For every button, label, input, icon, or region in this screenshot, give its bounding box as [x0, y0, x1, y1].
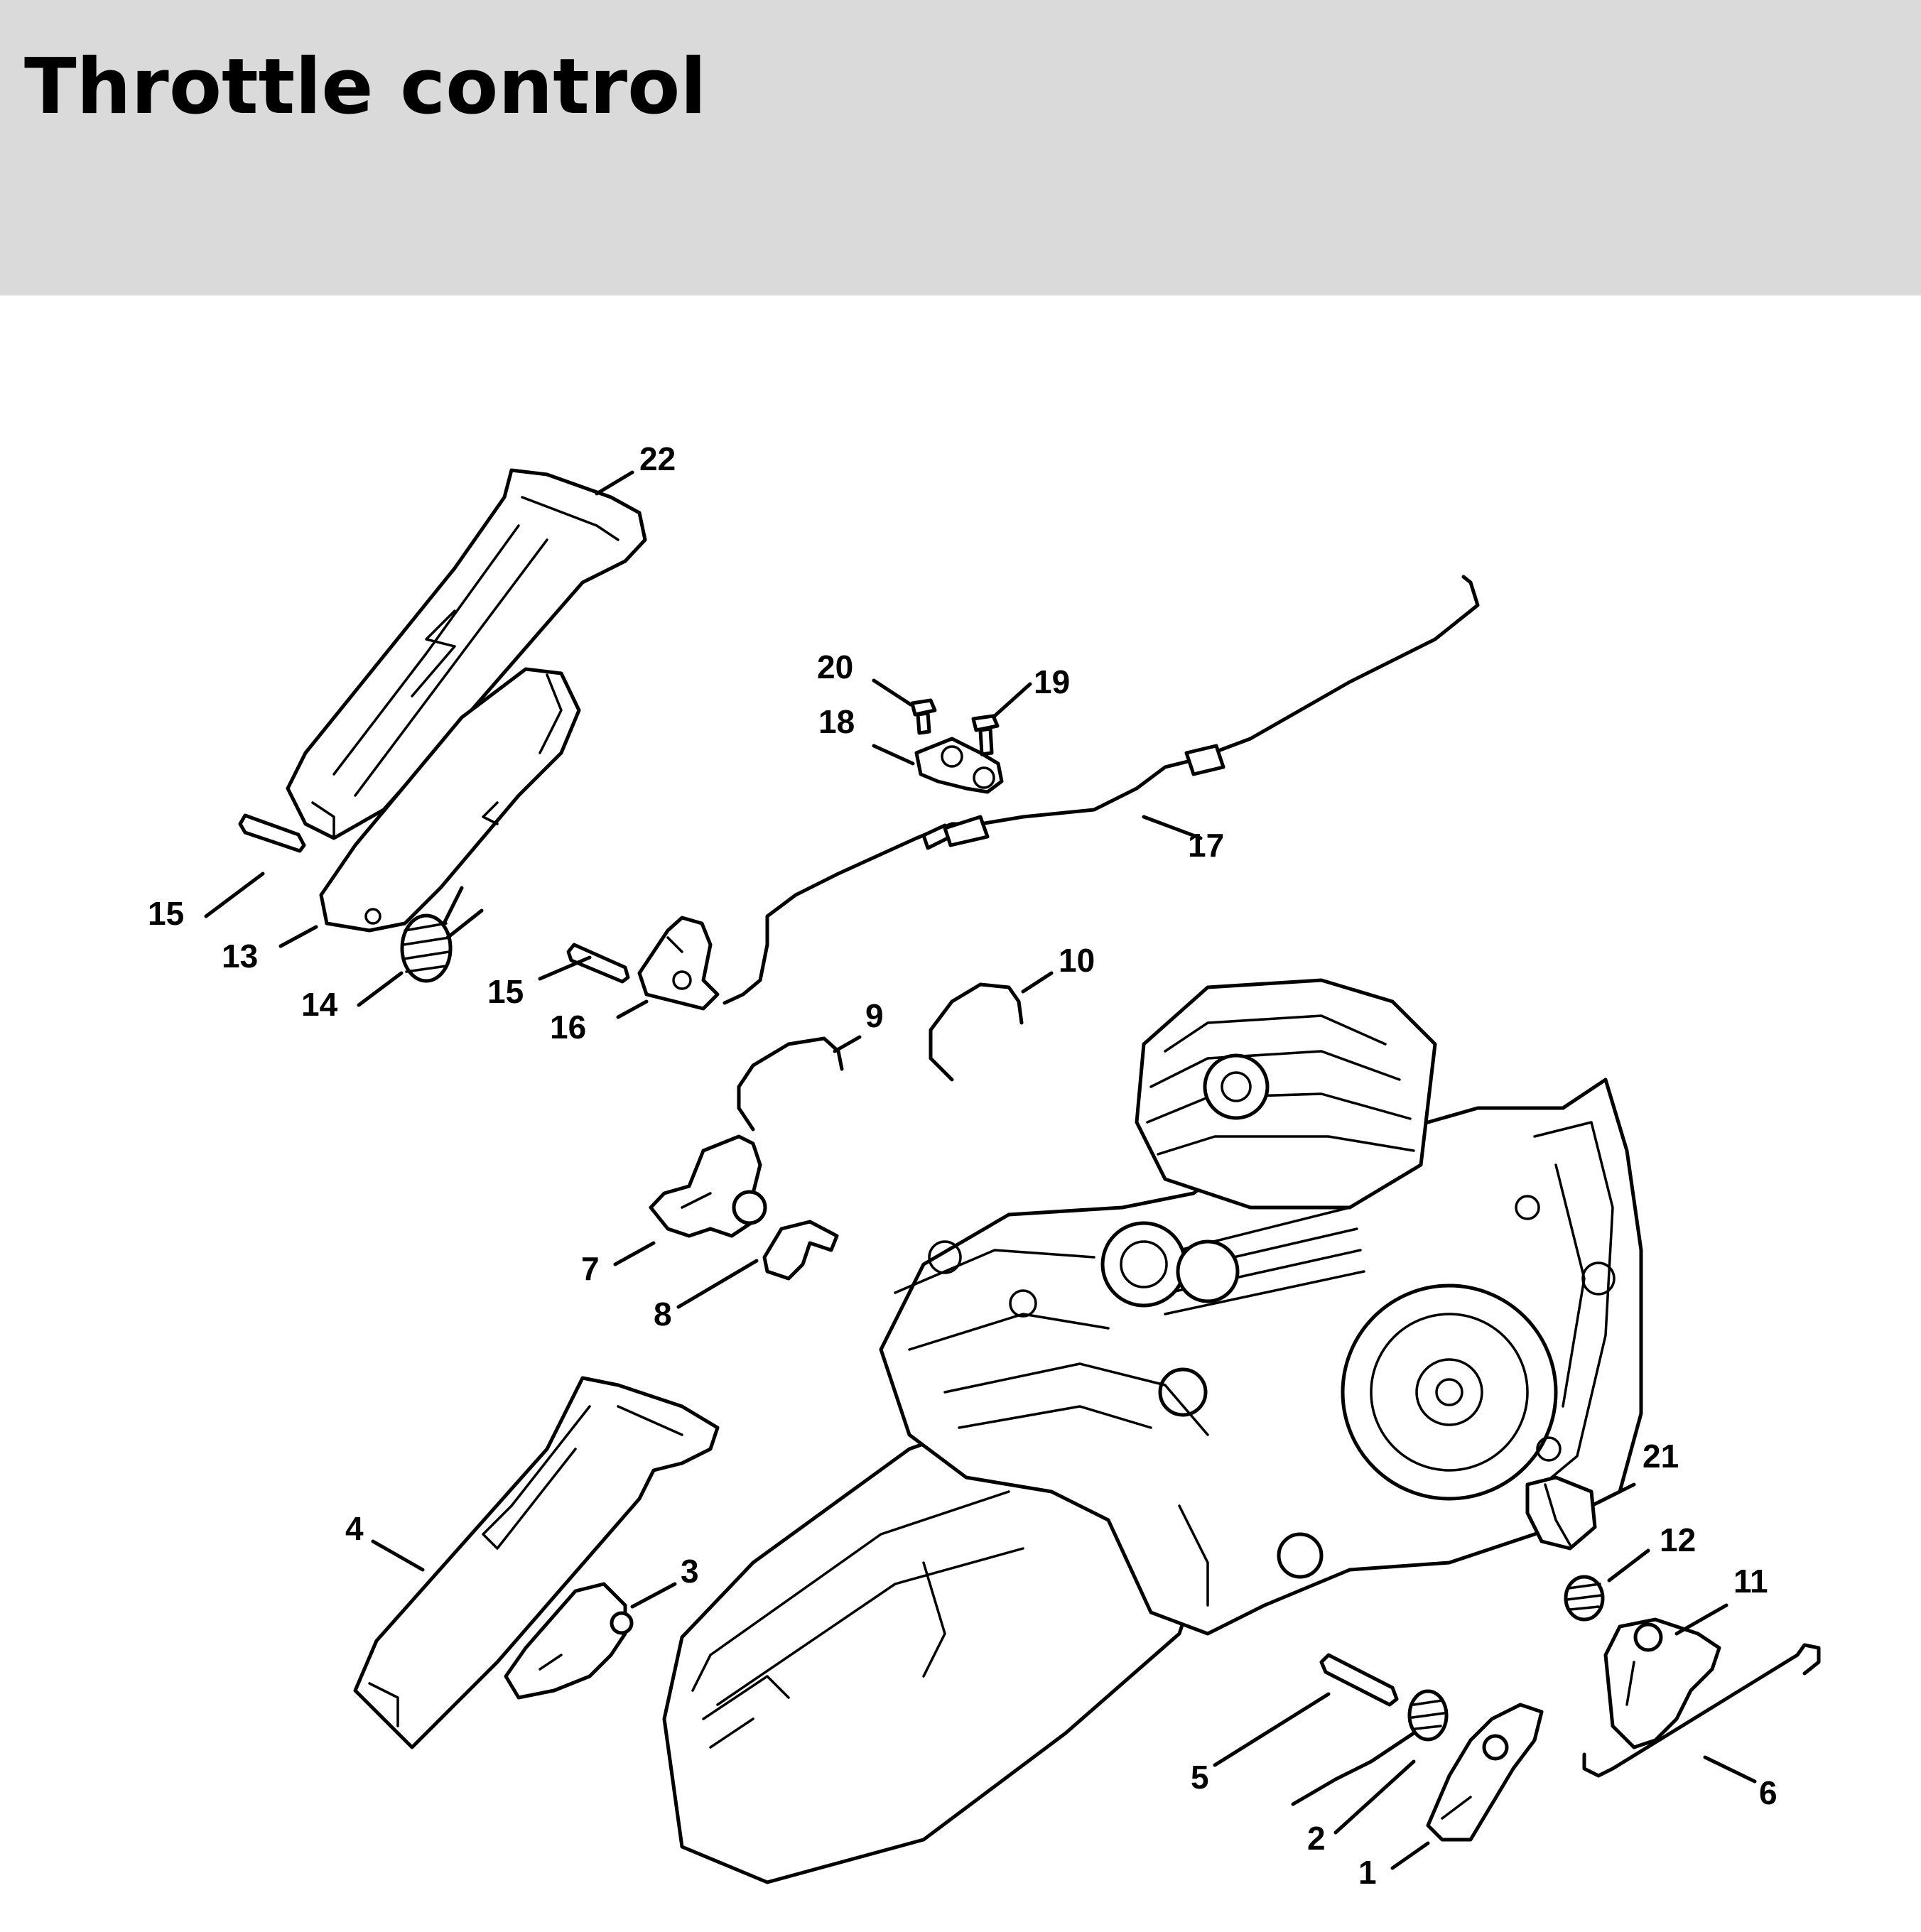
part-20-screw [910, 698, 937, 735]
callout-10: 10 [1059, 942, 1095, 979]
part-7-throttle-lever [649, 1134, 767, 1238]
callout-20: 20 [817, 648, 853, 685]
part-22-handle-molding [286, 468, 647, 840]
page-title: Throttle control [24, 43, 707, 131]
callout-1: 1 [1358, 1854, 1377, 1891]
callout-9: 9 [865, 997, 884, 1034]
callout-11: 11 [1733, 1563, 1768, 1600]
callout-19: 19 [1034, 663, 1070, 700]
chainsaw-housing-drawing [662, 978, 1643, 1884]
callout-labels: 22 15 13 14 15 16 17 18 20 19 9 10 7 8 4… [148, 440, 1777, 1891]
part-8-spring-clip [762, 1220, 839, 1281]
part-16-interlock-lever [637, 916, 720, 1011]
header-band: Throttle control [0, 0, 1921, 295]
part-4-handle-molding [353, 1376, 720, 1749]
part-15-pin-lower [566, 943, 630, 984]
callout-7: 7 [581, 1250, 600, 1287]
part-1-throttle-trigger [1426, 1703, 1544, 1842]
callout-15-lower: 15 [487, 973, 524, 1010]
callout-8: 8 [654, 1296, 672, 1333]
callout-4: 4 [345, 1510, 364, 1547]
part-11-lever [1603, 1617, 1721, 1749]
part-10-wire-rod [929, 982, 1024, 1082]
part-2-torsion-spring [1291, 1689, 1449, 1806]
callout-14: 14 [301, 986, 338, 1023]
part-18-cable-clamp [914, 737, 1004, 794]
callout-21: 21 [1643, 1438, 1679, 1475]
callout-16: 16 [550, 1009, 586, 1046]
part-21-buffer [1525, 1475, 1597, 1551]
callout-12: 12 [1660, 1521, 1696, 1558]
part-17-throttle-cable [723, 575, 1480, 1005]
callout-13: 13 [222, 938, 258, 975]
callout-6: 6 [1759, 1774, 1777, 1811]
callout-22: 22 [639, 440, 676, 477]
callout-5: 5 [1191, 1759, 1209, 1796]
part-14-torsion-spring [400, 886, 484, 983]
callout-2: 2 [1307, 1820, 1326, 1857]
leader-lines [204, 470, 1757, 1870]
part-15-pin-upper [238, 813, 306, 853]
callout-15-upper: 15 [148, 895, 184, 932]
part-6-rod [1582, 1643, 1821, 1778]
part-9-wire-rod [737, 1036, 844, 1131]
part-5-pin [1319, 1653, 1399, 1707]
part-19-screw [971, 714, 1000, 756]
callout-3: 3 [681, 1553, 699, 1590]
callout-17: 17 [1188, 827, 1224, 864]
part-12-spring [1564, 1575, 1605, 1622]
part-13-handle-shell [319, 667, 581, 933]
callout-18: 18 [818, 703, 855, 740]
part-3-trigger-cover [504, 1582, 634, 1700]
